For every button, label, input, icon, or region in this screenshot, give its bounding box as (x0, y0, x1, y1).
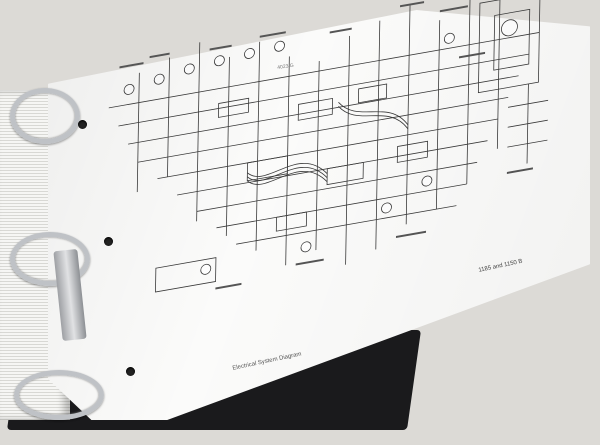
binder-ring-middle (10, 232, 90, 286)
binder-ring-bottom (14, 370, 104, 420)
punch-hole (126, 367, 135, 376)
punch-hole (78, 120, 87, 129)
punch-hole (104, 237, 113, 246)
wiring-diagram (108, 0, 549, 293)
binder-ring-top (10, 88, 80, 144)
